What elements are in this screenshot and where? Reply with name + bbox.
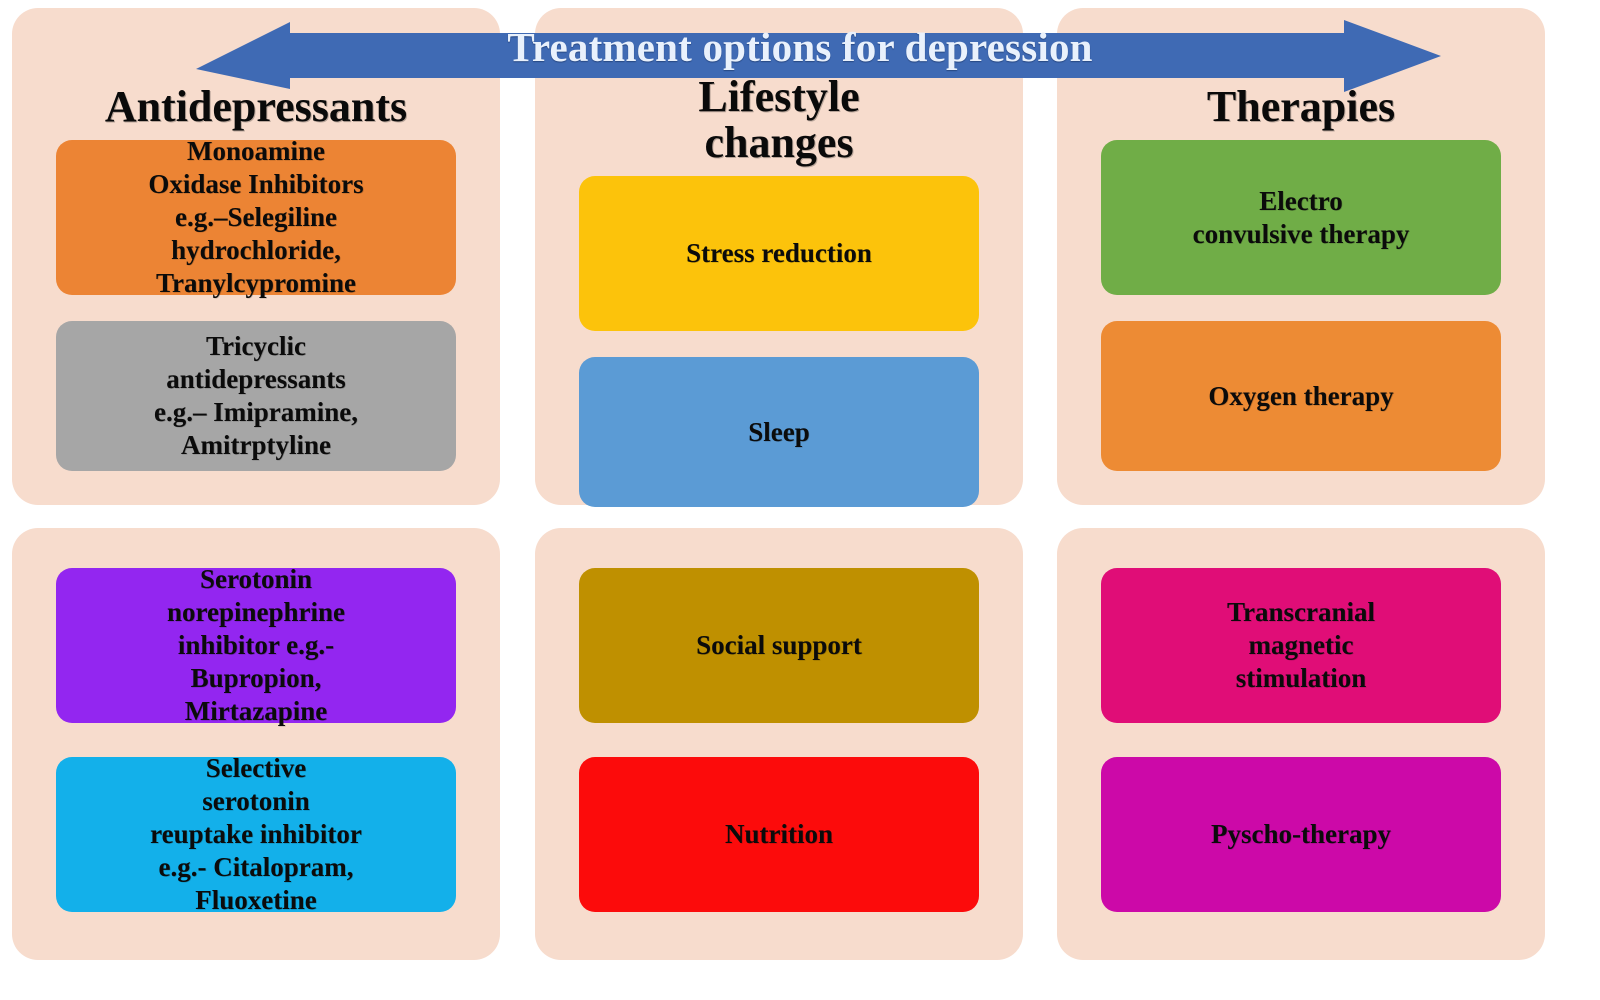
card-line: Tranylcypromine xyxy=(156,268,356,298)
card-line: Fluoxetine xyxy=(195,885,317,915)
panel-lifestyle-changes-bottom: Social support Nutrition xyxy=(535,528,1023,960)
card-line: Oxidase Inhibitors xyxy=(148,169,364,199)
heading-line: Lifestyle xyxy=(698,72,860,121)
panel-lifestyle-changes-top: Lifestyle changes Stress reduction Sleep xyxy=(535,8,1023,507)
card-line: Electro xyxy=(1259,185,1343,216)
card-sleep[interactable]: Sleep xyxy=(579,357,979,507)
card-line: reuptake inhibitor xyxy=(150,819,362,849)
card-line: inhibitor e.g.- xyxy=(177,630,335,660)
panel-therapies-top: Therapies Electro convulsive therapy Oxy… xyxy=(1057,8,1545,505)
card-group-lifestyle-bottom: Social support Nutrition xyxy=(553,568,1005,912)
card-line: hydrochloride, xyxy=(171,235,341,265)
card-line: Pyscho-therapy xyxy=(1211,819,1391,849)
card-group-therapies-top: Electro convulsive therapy Oxygen therap… xyxy=(1075,140,1527,471)
card-selective-serotonin-reuptake-inhibitor[interactable]: Selective serotonin reuptake inhibitor e… xyxy=(56,753,456,915)
panel-antidepressants-bottom: Serotonin norepinephrine inhibitor e.g.-… xyxy=(12,528,500,960)
card-group-therapies-bottom: Transcranial magnetic stimulation Pyscho… xyxy=(1075,568,1527,912)
card-line: antidepressants xyxy=(166,364,346,394)
card-monoamine-oxidase-inhibitors[interactable]: Monoamine Oxidase Inhibitors e.g.–Selegi… xyxy=(56,136,456,298)
card-oxygen-therapy[interactable]: Oxygen therapy xyxy=(1101,321,1501,471)
card-line: e.g.– Imipramine, xyxy=(154,397,358,427)
card-line: norepinephrine xyxy=(166,597,346,627)
card-line: convulsive therapy xyxy=(1192,218,1410,249)
card-line: serotonin xyxy=(202,786,310,816)
card-group-lifestyle-top: Stress reduction Sleep xyxy=(553,176,1005,507)
card-line: Social support xyxy=(696,630,862,660)
card-line: magnetic xyxy=(1248,630,1354,660)
card-nutrition[interactable]: Nutrition xyxy=(579,757,979,912)
card-group-antidepressants-top: Monoamine Oxidase Inhibitors e.g.–Selegi… xyxy=(30,136,482,471)
card-group-antidepressants-bottom: Serotonin norepinephrine inhibitor e.g.-… xyxy=(30,564,482,915)
card-line: Selective xyxy=(205,753,307,783)
panel-therapies-bottom: Transcranial magnetic stimulation Pyscho… xyxy=(1057,528,1545,960)
card-line: e.g.–Selegiline xyxy=(175,202,337,232)
card-line: Mirtazapine xyxy=(184,696,328,726)
card-line: Bupropion, xyxy=(190,663,322,693)
column-heading-therapies: Therapies xyxy=(1206,82,1396,131)
card-line: e.g.- Citalopram, xyxy=(158,852,354,882)
card-transcranial-magnetic-stimulation[interactable]: Transcranial magnetic stimulation xyxy=(1101,568,1501,723)
card-line: stimulation xyxy=(1235,663,1367,693)
column-heading-antidepressants: Antidepressants xyxy=(104,82,408,131)
card-stress-reduction[interactable]: Stress reduction xyxy=(579,176,979,331)
panel-antidepressants-top: Antidepressants Monoamine Oxidase Inhibi… xyxy=(12,8,500,505)
card-pyscho-therapy[interactable]: Pyscho-therapy xyxy=(1101,757,1501,912)
card-line: Monoamine xyxy=(187,136,325,166)
card-electro-convulsive-therapy[interactable]: Electro convulsive therapy xyxy=(1101,140,1501,295)
card-line: Oxygen therapy xyxy=(1208,380,1394,411)
heading-line: changes xyxy=(704,118,854,167)
card-line: Transcranial xyxy=(1227,597,1375,627)
column-heading-lifestyle-changes: Lifestyle changes xyxy=(553,74,1005,166)
card-line: Stress reduction xyxy=(686,238,872,268)
card-line: Sleep xyxy=(748,416,810,447)
card-line: Serotonin xyxy=(199,564,313,594)
card-serotonin-norepinephrine-inhibitor[interactable]: Serotonin norepinephrine inhibitor e.g.-… xyxy=(56,564,456,726)
card-line: Nutrition xyxy=(725,819,833,849)
card-line: Amitrptyline xyxy=(181,430,331,460)
card-line: Tricyclic xyxy=(206,331,306,361)
card-tricyclic-antidepressants[interactable]: Tricyclic antidepressants e.g.– Imiprami… xyxy=(56,321,456,471)
card-social-support[interactable]: Social support xyxy=(579,568,979,723)
